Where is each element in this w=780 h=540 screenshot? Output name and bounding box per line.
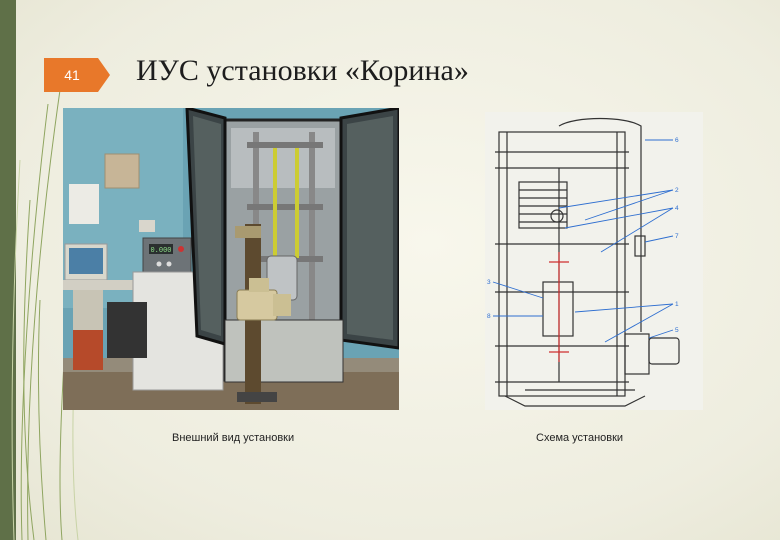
slide-number: 41 xyxy=(64,67,80,83)
callout-6: 6 xyxy=(675,137,679,144)
photo-caption: Внешний вид установки xyxy=(172,432,295,444)
installation-photo: 0.000 xyxy=(63,108,399,410)
callout-5: 5 xyxy=(675,327,679,334)
slide-title: ИУС установки «Корина» xyxy=(136,54,469,87)
callout-7: 7 xyxy=(675,233,679,240)
callout-2: 2 xyxy=(675,187,679,194)
callout-8: 8 xyxy=(487,313,491,320)
callout-3: 3 xyxy=(487,279,491,286)
panel-display-text: 0.000 xyxy=(150,247,171,255)
slide-number-tab xyxy=(44,58,110,92)
callout-4: 4 xyxy=(675,205,679,212)
installation-scheme: 6 2 4 7 3 1 8 5 xyxy=(485,112,703,410)
callout-1: 1 xyxy=(675,301,679,308)
scheme-caption: Схема установки xyxy=(536,432,624,444)
